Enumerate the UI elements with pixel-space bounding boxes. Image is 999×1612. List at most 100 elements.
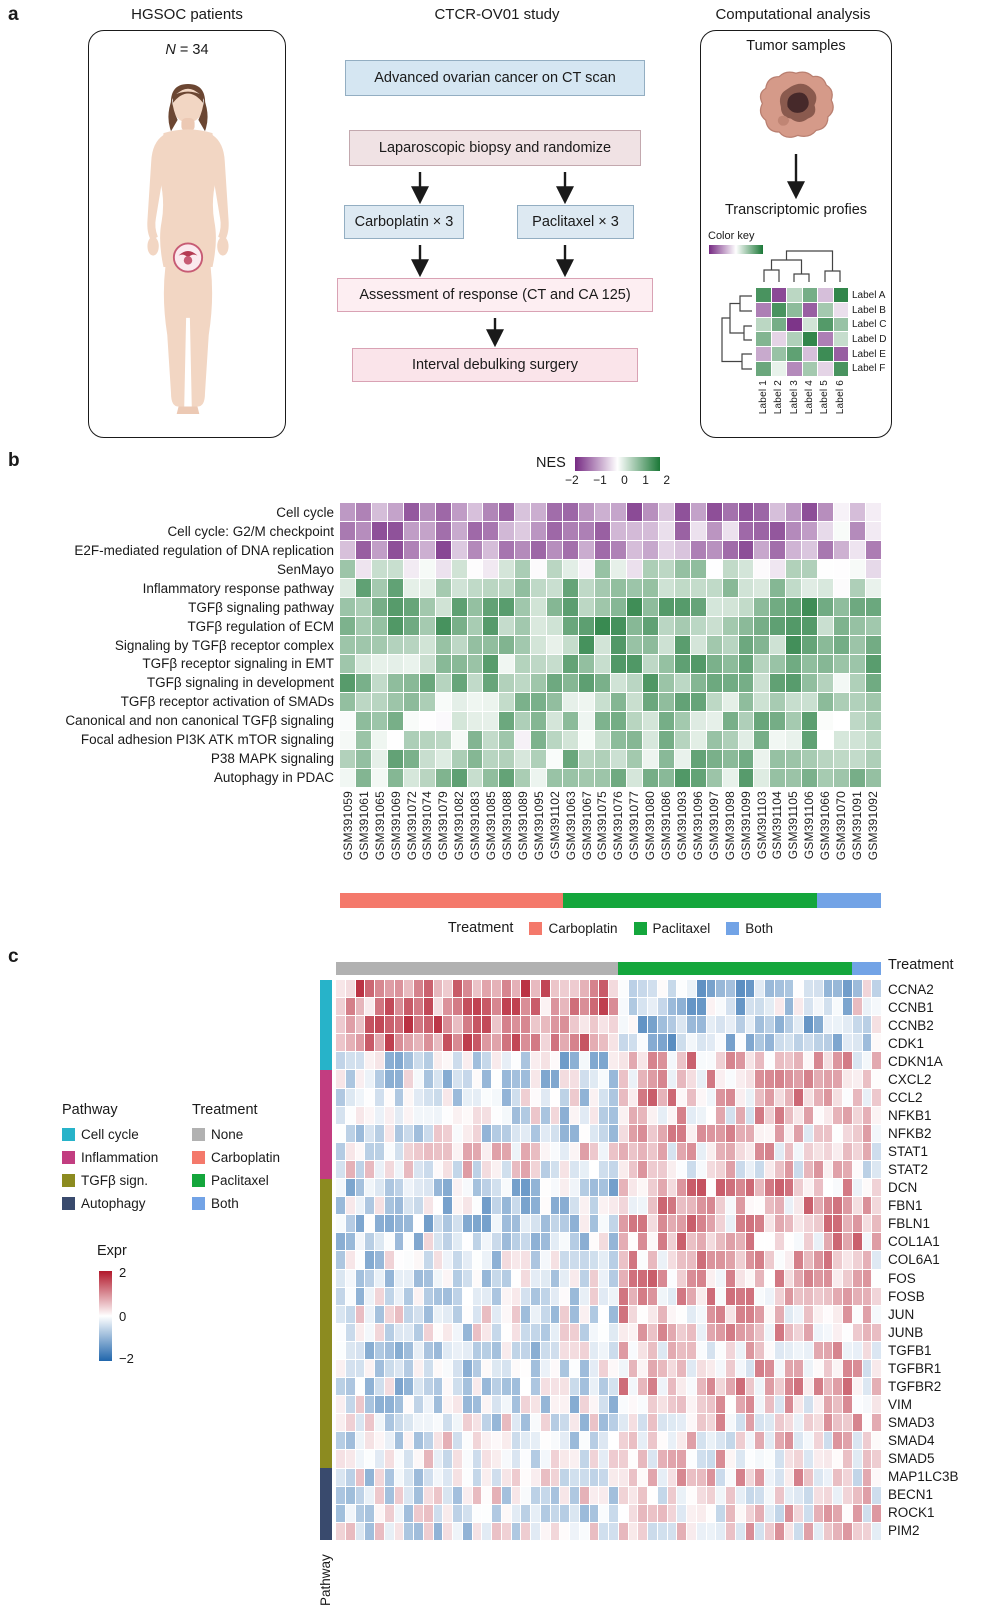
heatmap-cell xyxy=(852,1251,862,1269)
heatmap-cell xyxy=(738,598,754,616)
heatmap-cell xyxy=(492,1504,501,1522)
heatmap-cell xyxy=(595,598,610,616)
heatmap-cell xyxy=(560,1432,569,1450)
heatmap-cell xyxy=(531,560,547,578)
heatmap-cell xyxy=(531,1269,540,1287)
heatmap-cell xyxy=(677,1052,686,1070)
heatmap-cell xyxy=(804,1088,813,1106)
pathway-row-label: TGFβ signaling pathway xyxy=(188,599,334,615)
heatmap-cell xyxy=(345,1305,355,1323)
heatmap-cell xyxy=(423,1197,433,1215)
heatmap-cell xyxy=(482,1305,491,1323)
heatmap-cell xyxy=(531,1450,540,1468)
heatmap-cell xyxy=(521,1414,530,1432)
heatmap-cell xyxy=(834,541,850,559)
heatmap-cell xyxy=(823,1016,833,1034)
heatmap-cell xyxy=(674,712,690,730)
heatmap-cell xyxy=(589,1414,599,1432)
heatmap-cell xyxy=(657,998,667,1016)
heatmap-cell xyxy=(843,1468,852,1486)
heatmap-cell xyxy=(843,1414,852,1432)
heatmap-cell xyxy=(738,617,754,635)
heatmap-cell xyxy=(394,1179,404,1197)
heatmap-cell xyxy=(687,1486,696,1504)
heatmap-cell xyxy=(375,1179,384,1197)
heatmap-cell xyxy=(716,1486,725,1504)
heatmap-cell xyxy=(531,598,547,616)
heatmap-cell xyxy=(726,1233,735,1251)
heatmap-cell xyxy=(462,1124,472,1142)
heatmap-cell xyxy=(336,1522,345,1540)
heatmap-cell xyxy=(755,1341,764,1359)
heatmap-cell xyxy=(626,655,642,673)
heatmap-cell xyxy=(648,1341,657,1359)
heatmap-cell xyxy=(823,1251,833,1269)
heatmap-cell xyxy=(765,1215,774,1233)
heatmap-cell xyxy=(365,1106,374,1124)
heatmap-cell xyxy=(735,1450,745,1468)
heatmap-cell xyxy=(599,1142,608,1160)
heatmap-cell xyxy=(765,1070,774,1088)
heatmap-cell xyxy=(501,1088,511,1106)
heatmap-cell xyxy=(696,1034,706,1052)
heatmap-cell xyxy=(804,1522,813,1540)
heatmap-cell xyxy=(472,1287,482,1305)
heatmap-cell xyxy=(738,674,754,692)
heatmap-cell xyxy=(690,674,706,692)
heatmap-cell xyxy=(419,579,435,597)
heatmap-cell xyxy=(674,636,690,654)
heatmap-cell xyxy=(419,522,435,540)
heatmap-cell xyxy=(394,1522,404,1540)
heatmap-cell xyxy=(786,560,802,578)
heatmap-cell xyxy=(414,1034,423,1052)
heatmap-cell xyxy=(834,693,850,711)
heatmap-cell xyxy=(818,617,834,635)
heatmap-cell xyxy=(414,1504,423,1522)
heatmap-cell xyxy=(414,1287,423,1305)
heatmap-cell xyxy=(483,655,499,673)
gene-row-label: CDKN1A xyxy=(888,1053,943,1069)
heatmap-cell xyxy=(336,1088,345,1106)
heatmap-cell xyxy=(384,1378,394,1396)
heatmap-cell xyxy=(618,980,628,998)
heatmap-cell xyxy=(657,1106,667,1124)
heatmap-cell xyxy=(850,750,866,768)
heatmap-cell xyxy=(872,998,881,1016)
heatmap-cell xyxy=(852,1450,862,1468)
heatmap-cell xyxy=(570,1287,579,1305)
heatmap-cell xyxy=(738,522,754,540)
heatmap-cell xyxy=(667,1251,677,1269)
mini-heatmap-row-label: Label C xyxy=(852,319,887,331)
heatmap-cell xyxy=(754,617,770,635)
heatmap-cell xyxy=(531,1052,540,1070)
heatmap-cell xyxy=(706,980,716,998)
heatmap-cell xyxy=(482,1034,491,1052)
heatmap-cell xyxy=(716,1106,725,1124)
heatmap-cell xyxy=(722,579,738,597)
heatmap-cell xyxy=(722,503,738,521)
mini-heatmap-row-label: Label D xyxy=(852,333,887,345)
heatmap-cell xyxy=(716,1432,725,1450)
heatmap-cell xyxy=(628,1124,638,1142)
heatmap-cell xyxy=(648,1486,657,1504)
heatmap-cell xyxy=(813,1106,823,1124)
heatmap-cell xyxy=(677,1359,686,1378)
heatmap-cell xyxy=(657,1052,667,1070)
heatmap-cell xyxy=(770,522,786,540)
heatmap-cell xyxy=(540,1269,550,1287)
heatmap-cell xyxy=(521,1142,530,1160)
heatmap-cell xyxy=(589,1251,599,1269)
heatmap-cell xyxy=(365,1432,374,1450)
heatmap-cell xyxy=(658,503,674,521)
heatmap-cell xyxy=(387,655,403,673)
heatmap-cell xyxy=(818,522,834,540)
mini-heatmap-cell xyxy=(787,317,802,332)
heatmap-cell xyxy=(462,1396,472,1414)
heatmap-cell xyxy=(336,1323,345,1341)
heatmap-cell xyxy=(355,636,371,654)
heatmap-cell xyxy=(365,1522,374,1540)
heatmap-cell xyxy=(609,1359,618,1378)
heatmap-cell xyxy=(453,1504,462,1522)
heatmap-cell xyxy=(403,598,419,616)
